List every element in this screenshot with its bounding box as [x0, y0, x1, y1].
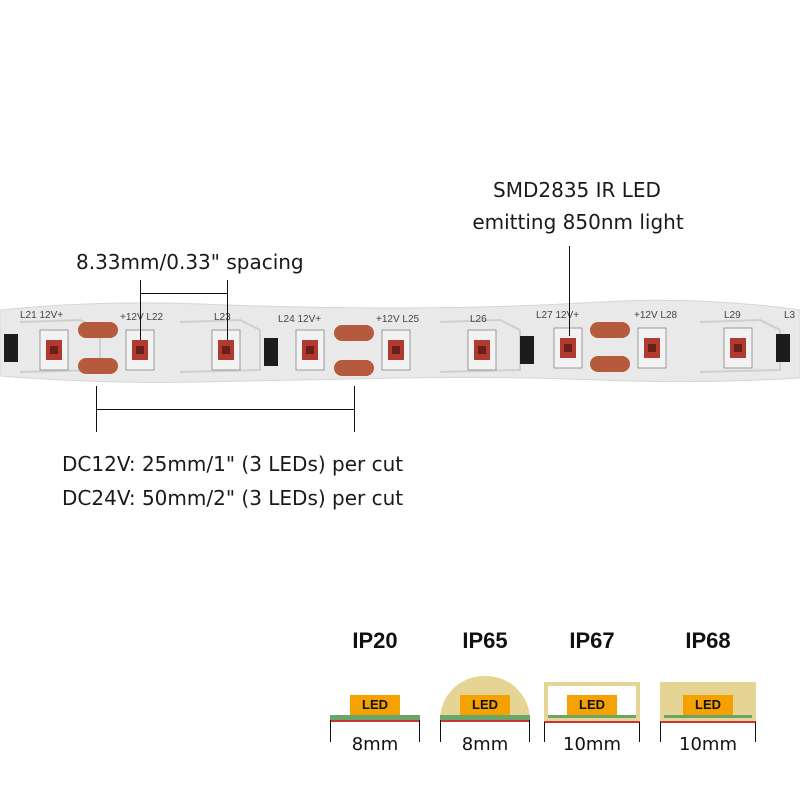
ip-title: IP67 — [569, 628, 615, 653]
cut-12v-label: DC12V: 25mm/1" (3 LEDs) per cut — [62, 452, 404, 476]
ip-width: 10mm — [563, 734, 621, 755]
solder-pad — [78, 358, 118, 374]
spacing-dimension-line — [140, 293, 228, 294]
cut-24v-label: DC24V: 50mm/2" (3 LEDs) per cut — [62, 486, 404, 510]
silk-label: +12V L28 — [634, 310, 678, 321]
led-chip — [295, 329, 325, 371]
ip-width: 8mm — [351, 734, 399, 755]
ip-width: 10mm — [679, 734, 737, 755]
solder-pad — [334, 360, 374, 376]
solder-pad — [590, 356, 630, 372]
silk-label: L3 — [784, 310, 796, 321]
resistor — [520, 336, 534, 364]
led-chip-label: LED — [460, 695, 510, 715]
silk-label: L29 — [724, 310, 741, 321]
pcb-base — [664, 715, 752, 718]
width-tick-left — [544, 722, 545, 742]
led-chip-label: LED — [683, 695, 733, 715]
adhesive-tape — [440, 720, 530, 722]
spacing-tick-left — [140, 280, 141, 340]
pcb-base — [548, 715, 636, 718]
led-chip-label: LED — [567, 695, 617, 715]
led-callout-line — [569, 246, 570, 336]
led-chip-label: LED — [350, 695, 400, 715]
silk-label: L27 12V+ — [536, 310, 580, 321]
spacing-label: 8.33mm/0.33" spacing — [76, 250, 304, 274]
ip-width: 8mm — [461, 734, 509, 755]
led-type-line2: emitting 850nm light — [472, 210, 684, 234]
ip-ratings: IP20 LED 8mm IP65 LED 8mm IP67 LED 10mm … — [320, 628, 790, 768]
ip-rating-ip68: IP68 LED 10mm — [660, 628, 756, 768]
width-tick-right — [755, 722, 756, 742]
resistor — [776, 334, 790, 362]
adhesive-tape — [660, 721, 756, 723]
cut-dimension-line — [96, 409, 354, 410]
led-strip: L21 12V+ +12V L22 L23 L24 12V+ +12V L25 … — [0, 290, 800, 390]
width-tick-left — [330, 720, 331, 742]
led-chip — [637, 327, 667, 369]
silk-label: L26 — [470, 314, 487, 325]
copper-pads — [78, 322, 630, 376]
led-chip — [381, 329, 411, 371]
led-chip — [723, 327, 753, 369]
solder-pad — [590, 322, 630, 338]
ip-title: IP68 — [685, 628, 731, 653]
width-tick-right — [529, 720, 530, 742]
ip-rating-ip65: IP65 LED 8mm — [440, 628, 530, 768]
led-chip — [39, 329, 69, 371]
solder-pad — [78, 322, 118, 338]
pcb-base — [330, 715, 420, 720]
led-chip — [467, 329, 497, 371]
ip-rating-ip20: IP20 LED 8mm — [330, 628, 420, 768]
led-strip-graphic — [0, 299, 800, 383]
resistors — [4, 334, 790, 366]
silk-label: L24 12V+ — [278, 314, 322, 325]
ip-title: IP65 — [462, 628, 508, 653]
width-tick-left — [660, 722, 661, 742]
led-chips — [39, 327, 753, 371]
led-chip — [211, 329, 241, 371]
led-chip — [125, 329, 155, 371]
led-type-line1: SMD2835 IR LED — [493, 178, 661, 202]
width-tick-right — [419, 720, 420, 742]
cut-tick-right — [354, 386, 355, 432]
ip-rating-ip67: IP67 LED 10mm — [544, 628, 640, 768]
pcb-base — [440, 715, 530, 720]
resistor — [4, 334, 18, 362]
silk-label: +12V L25 — [376, 314, 420, 325]
width-tick-left — [440, 720, 441, 742]
silk-label: L23 — [214, 312, 231, 323]
width-tick-right — [639, 722, 640, 742]
resistor — [264, 338, 278, 366]
silk-label: L21 12V+ — [20, 310, 64, 321]
spacing-tick-right — [227, 280, 228, 340]
silk-label: +12V L22 — [120, 312, 164, 323]
solder-pad — [334, 325, 374, 341]
ip-title: IP20 — [352, 628, 398, 653]
adhesive-tape — [330, 720, 420, 722]
led-chip — [553, 327, 583, 369]
adhesive-tape — [544, 721, 640, 723]
